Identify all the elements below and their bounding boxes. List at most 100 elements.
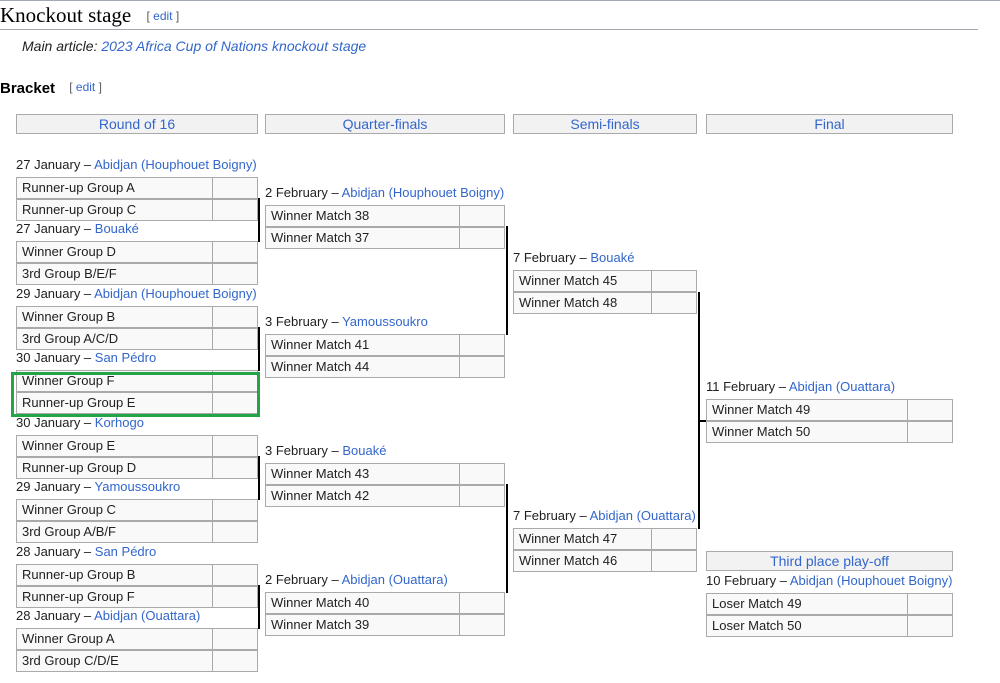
venue-link[interactable]: Korhogo bbox=[94, 415, 144, 430]
date-text: 2 February – bbox=[265, 185, 342, 200]
header-semi-finals[interactable]: Semi-finals bbox=[513, 114, 697, 134]
match-date: 29 January – Abidjan (Houphouet Boigny) bbox=[16, 286, 257, 301]
venue-link[interactable]: Abidjan (Houphouet Boigny) bbox=[94, 157, 257, 172]
team-name: Winner Match 41 bbox=[271, 337, 370, 352]
score-cell bbox=[212, 306, 258, 328]
score-cell bbox=[212, 241, 258, 263]
date-text: 7 February – bbox=[513, 250, 591, 265]
team-row: Loser Match 50 bbox=[706, 615, 953, 637]
venue-link[interactable]: Bouaké bbox=[590, 250, 635, 265]
team-row: Runner-up Group E bbox=[16, 392, 258, 414]
team-row: Winner Match 50 bbox=[706, 421, 953, 443]
team-row: Winner Group A bbox=[16, 628, 258, 650]
bracket-connector bbox=[700, 420, 706, 422]
match-date: 10 February – Abidjan (Houphouet Boigny) bbox=[706, 573, 952, 588]
team-name: 3rd Group A/B/F bbox=[22, 524, 116, 539]
score-cell bbox=[212, 263, 258, 285]
date-text: 27 January – bbox=[16, 221, 95, 236]
team-name: Winner Match 37 bbox=[271, 230, 370, 245]
team-name: Winner Group C bbox=[22, 502, 116, 517]
venue-link[interactable]: San Pédro bbox=[94, 350, 157, 365]
bracket-connector bbox=[698, 292, 700, 529]
score-cell bbox=[459, 463, 505, 485]
team-row: 3rd Group A/C/D bbox=[16, 328, 258, 350]
team-name: Winner Match 48 bbox=[519, 295, 618, 310]
bracket-connector bbox=[258, 585, 260, 629]
match-date: 28 January – San Pédro bbox=[16, 544, 156, 559]
bracket-connector bbox=[258, 327, 260, 371]
main-article-link[interactable]: 2023 Africa Cup of Nations knockout stag… bbox=[101, 38, 367, 54]
match-date: 7 February – Bouaké bbox=[513, 250, 634, 265]
team-name: Runner-up Group F bbox=[22, 589, 135, 604]
venue-link[interactable]: Bouaké bbox=[94, 221, 139, 236]
section-title: Knockout stage bbox=[0, 3, 132, 27]
team-row: Winner Group E bbox=[16, 435, 258, 457]
subsection-edit: [ edit ] bbox=[69, 80, 102, 94]
bracket-connector bbox=[506, 484, 508, 593]
date-text: 29 January – bbox=[16, 479, 95, 494]
match-date: 3 February – Yamoussoukro bbox=[265, 314, 428, 329]
venue-link[interactable]: Abidjan (Houphouet Boigny) bbox=[789, 573, 953, 588]
team-name: Winner Match 43 bbox=[271, 466, 370, 481]
bracket-connector bbox=[506, 226, 508, 335]
score-cell bbox=[212, 177, 258, 199]
header-final[interactable]: Final bbox=[706, 114, 953, 134]
team-name: Winner Match 46 bbox=[519, 553, 618, 568]
venue-link[interactable]: Abidjan (Ouattara) bbox=[589, 508, 696, 523]
venue-link[interactable]: Abidjan (Houphouet Boigny) bbox=[341, 185, 505, 200]
match-date: 30 January – Korhogo bbox=[16, 415, 144, 430]
team-name: Winner Match 38 bbox=[271, 208, 370, 223]
team-row: Winner Match 45 bbox=[513, 270, 697, 292]
match-date: 27 January – Bouaké bbox=[16, 221, 139, 236]
header-round-of-16[interactable]: Round of 16 bbox=[16, 114, 258, 134]
venue-link[interactable]: Abidjan (Houphouet Boigny) bbox=[94, 286, 257, 301]
venue-link[interactable]: Bouaké bbox=[342, 443, 387, 458]
match-date: 11 February – Abidjan (Ouattara) bbox=[706, 379, 895, 394]
team-row: 3rd Group B/E/F bbox=[16, 263, 258, 285]
score-cell bbox=[907, 399, 953, 421]
date-text: 28 January – bbox=[16, 544, 95, 559]
score-cell bbox=[459, 614, 505, 636]
score-cell bbox=[651, 550, 697, 572]
team-name: Runner-up Group C bbox=[22, 202, 137, 217]
header-quarter-finals[interactable]: Quarter-finals bbox=[265, 114, 505, 134]
edit-link-bracket[interactable]: edit bbox=[75, 80, 96, 94]
score-cell bbox=[651, 270, 697, 292]
header-third-place[interactable]: Third place play-off bbox=[706, 551, 953, 571]
score-cell bbox=[212, 328, 258, 350]
section-heading: Knockout stage [ edit ] bbox=[0, 3, 179, 28]
team-name: Runner-up Group A bbox=[22, 180, 135, 195]
date-text: 3 February – bbox=[265, 443, 343, 458]
score-cell bbox=[212, 650, 258, 672]
edit-link[interactable]: edit bbox=[153, 9, 173, 23]
match-date: 27 January – Abidjan (Houphouet Boigny) bbox=[16, 157, 257, 172]
team-row: Winner Match 39 bbox=[265, 614, 505, 636]
match-date: 29 January – Yamoussoukro bbox=[16, 479, 180, 494]
team-row: Winner Match 41 bbox=[265, 334, 505, 356]
date-text: 11 February – bbox=[706, 379, 789, 394]
date-text: 30 January – bbox=[16, 350, 95, 365]
highlight-box bbox=[11, 372, 260, 417]
team-row: Runner-up Group C bbox=[16, 199, 258, 221]
team-row: Winner Group B bbox=[16, 306, 258, 328]
score-cell bbox=[907, 421, 953, 443]
score-cell bbox=[212, 199, 258, 221]
score-cell bbox=[212, 628, 258, 650]
venue-link[interactable]: Abidjan (Ouattara) bbox=[94, 608, 201, 623]
venue-link[interactable]: Yamoussoukro bbox=[94, 479, 181, 494]
score-cell bbox=[459, 227, 505, 249]
team-row: 3rd Group A/B/F bbox=[16, 521, 258, 543]
team-row: Winner Group F bbox=[16, 370, 258, 392]
score-cell bbox=[212, 586, 258, 608]
score-cell bbox=[212, 499, 258, 521]
match-date: 7 February – Abidjan (Ouattara) bbox=[513, 508, 696, 523]
match-date: 28 January – Abidjan (Ouattara) bbox=[16, 608, 200, 623]
venue-link[interactable]: Abidjan (Ouattara) bbox=[788, 379, 896, 394]
venue-link[interactable]: Yamoussoukro bbox=[342, 314, 428, 329]
venue-link[interactable]: San Pédro bbox=[94, 544, 157, 559]
venue-link[interactable]: Abidjan (Ouattara) bbox=[341, 572, 448, 587]
team-row: Runner-up Group B bbox=[16, 564, 258, 586]
team-name: Runner-up Group E bbox=[22, 395, 136, 410]
score-cell bbox=[459, 592, 505, 614]
bracket-connector bbox=[258, 198, 260, 242]
